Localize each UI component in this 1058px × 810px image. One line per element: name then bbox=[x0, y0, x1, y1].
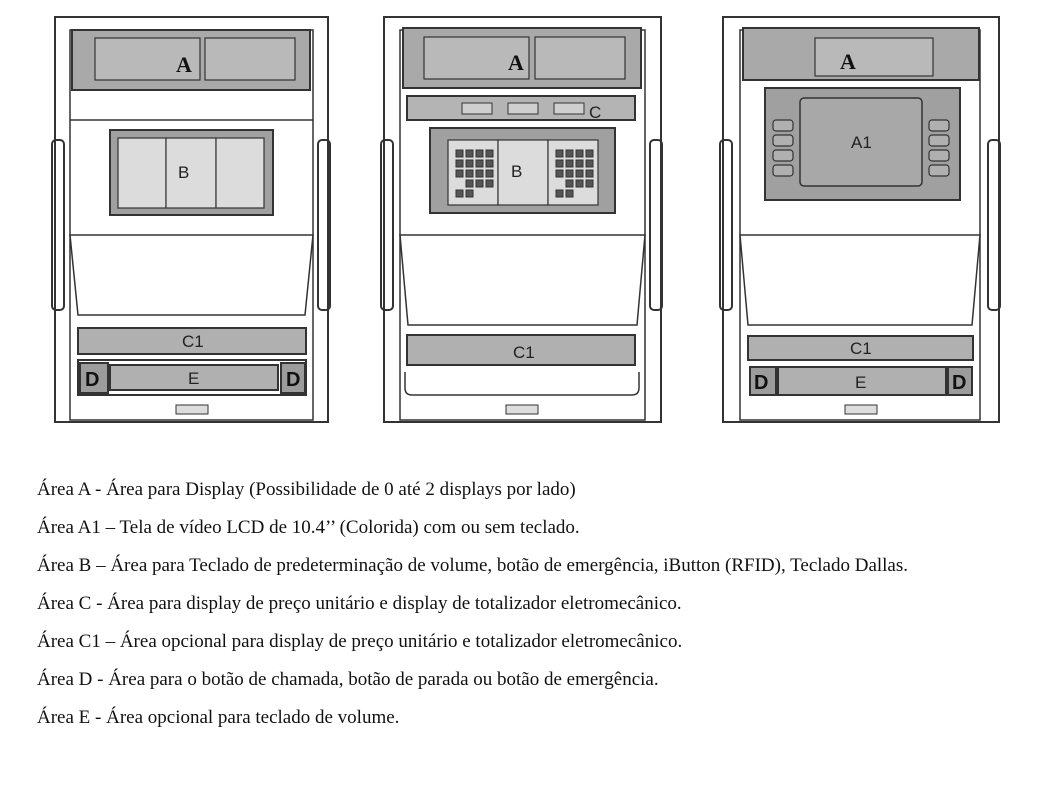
panel-3-area-d-right bbox=[947, 366, 973, 396]
area-legend: Área A - Área para Display (Possibilidad… bbox=[37, 478, 1027, 744]
panel-3-label-a: A bbox=[840, 49, 856, 74]
panel-3-handle-right bbox=[987, 139, 1001, 311]
panel-2-handle-right bbox=[649, 139, 663, 311]
panel-2-b-center bbox=[497, 139, 549, 206]
panel-1-nozzle-bay bbox=[69, 234, 314, 316]
legend-item-area-c: Área C - Área para display de preço unit… bbox=[37, 593, 682, 614]
dispenser-diagram-svg: A B C1 D E D bbox=[51, 16, 1001, 423]
panel-2-label-c: C bbox=[589, 103, 601, 122]
panel-1-b-left bbox=[117, 137, 167, 209]
legend-item-area-e: Área E - Área opcional para teclado de v… bbox=[37, 707, 400, 728]
panel-1-label-d-right: D bbox=[286, 369, 300, 391]
panel-2-label-c1: C1 bbox=[513, 343, 535, 362]
panel-1-b-center bbox=[165, 137, 217, 209]
panel-1-area-e bbox=[109, 364, 279, 391]
panel-2-label-b: B bbox=[511, 162, 522, 181]
panel-3-display bbox=[814, 37, 934, 77]
panel-2-c-window-3 bbox=[553, 102, 585, 115]
panel-2-logo-badge bbox=[505, 404, 539, 415]
panel-3-area-d-left bbox=[749, 366, 777, 396]
panel-1-handle-right bbox=[317, 139, 331, 311]
legend-item-area-a: Área A - Área para Display (Possibilidad… bbox=[37, 479, 576, 500]
panel-3-label-d-left: D bbox=[754, 372, 768, 394]
panel-2-area-c1 bbox=[406, 334, 636, 366]
panel-2-bottom-zone bbox=[404, 372, 640, 396]
legend-item-area-c1: Área C1 – Área opcional para display de … bbox=[37, 631, 683, 652]
panel-2-display-left bbox=[423, 36, 530, 80]
panel-1-area-d-left bbox=[79, 362, 109, 394]
panel-3-logo-badge bbox=[844, 404, 878, 415]
panel-2-handle-left bbox=[380, 139, 394, 311]
panel-2-label-a: A bbox=[508, 50, 524, 75]
panel-2-display-right bbox=[534, 36, 626, 80]
panel-1-handle-left bbox=[51, 139, 65, 311]
panel-3-handle-left bbox=[719, 139, 733, 311]
panel-3-area-e bbox=[777, 366, 947, 396]
panel-3-label-d-right: D bbox=[952, 372, 966, 394]
panel-2-nozzle-bay bbox=[399, 234, 646, 326]
legend-item-area-b: Área B – Área para Teclado de predetermi… bbox=[37, 555, 909, 576]
panel-1-b-right bbox=[215, 137, 265, 209]
panel-1-label-e: E bbox=[188, 369, 199, 388]
panel-3-label-a1: A1 bbox=[851, 133, 872, 152]
panel-1-label-c1: C1 bbox=[182, 332, 204, 351]
panel-3-nozzle-bay bbox=[739, 234, 981, 326]
panel-1-display-right bbox=[204, 37, 296, 81]
panel-3-lcd-screen bbox=[799, 97, 923, 187]
panel-1 bbox=[51, 16, 331, 423]
panel-1-label-b: B bbox=[178, 163, 189, 182]
legend-item-area-d: Área D - Área para o botão de chamada, b… bbox=[37, 669, 659, 690]
panel-1-logo-badge bbox=[175, 404, 209, 415]
panel-1-area-c1 bbox=[77, 327, 307, 355]
panel-1-display-left bbox=[94, 37, 201, 81]
legend-item-area-a1: Área A1 – Tela de vídeo LCD de 10.4’’ (C… bbox=[37, 517, 580, 538]
panel-2-c-window-1 bbox=[461, 102, 493, 115]
panel-3-label-e: E bbox=[855, 373, 866, 392]
panel-3 bbox=[719, 16, 1001, 423]
dispenser-diagram: A B C1 D E D bbox=[51, 16, 1001, 423]
panel-2 bbox=[380, 16, 663, 423]
panel-2-c-window-2 bbox=[507, 102, 539, 115]
panel-3-area-c1 bbox=[747, 335, 974, 361]
panel-1-label-a: A bbox=[176, 52, 192, 77]
panel-3-label-c1: C1 bbox=[850, 339, 872, 358]
panel-1-frame bbox=[54, 16, 329, 423]
panel-1-area-d-right bbox=[280, 362, 306, 394]
panel-1-label-d-left: D bbox=[85, 369, 99, 391]
